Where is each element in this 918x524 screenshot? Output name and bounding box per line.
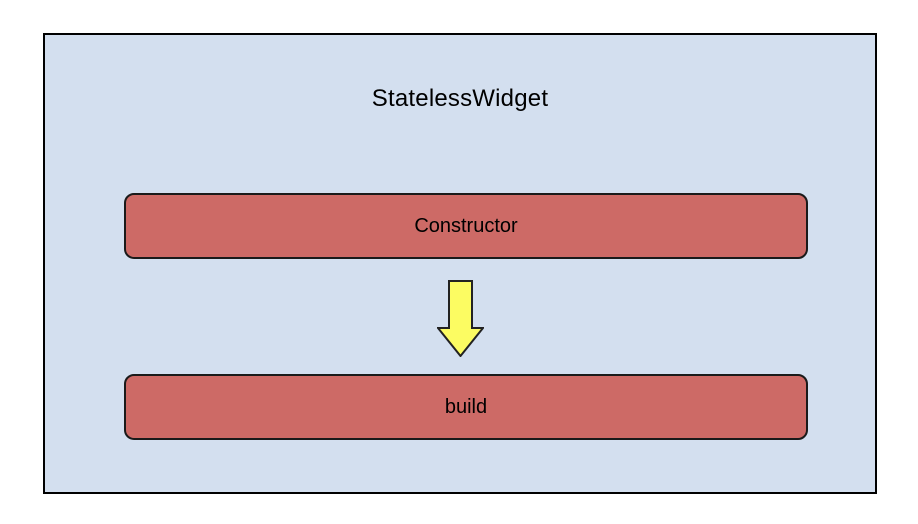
node-build: build bbox=[124, 374, 808, 440]
diagram-title: StatelessWidget bbox=[371, 85, 549, 112]
flow-connector bbox=[45, 280, 875, 357]
node-constructor: Constructor bbox=[124, 193, 808, 259]
down-arrow-icon bbox=[436, 280, 484, 357]
node-constructor-label: Constructor bbox=[414, 214, 518, 237]
stateless-widget-panel: StatelessWidget Constructor build bbox=[43, 33, 877, 494]
node-build-label: build bbox=[444, 395, 488, 418]
